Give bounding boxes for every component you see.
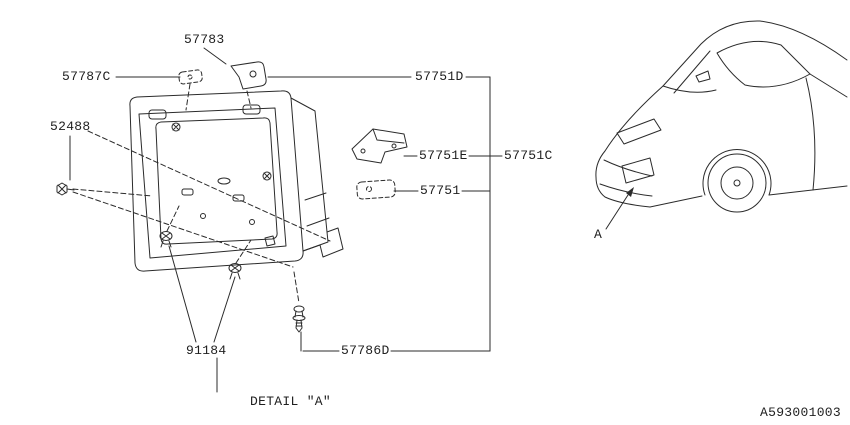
part-label-57751D: 57751D	[415, 69, 464, 84]
plate-part-57751	[356, 179, 396, 200]
part-label-57751E: 57751E	[419, 148, 468, 163]
bracket-part-57751E	[351, 128, 408, 164]
part-label-57783: 57783	[184, 32, 225, 47]
plate-part-57787C	[178, 69, 203, 85]
part-label-57751C: 57751C	[504, 148, 553, 163]
diagram-code: A593001003	[760, 405, 842, 420]
detail-arrow	[605, 187, 634, 230]
car-outline	[595, 20, 848, 213]
part-label-52488: 52488	[50, 119, 91, 134]
screw-part-57786D	[292, 305, 306, 333]
clip-part-91184-a	[159, 231, 173, 248]
clip-part-91184-b	[228, 263, 242, 280]
clip-part-57751D	[230, 61, 267, 90]
part-label-57786D: 57786D	[341, 343, 390, 358]
license-bracket	[129, 90, 344, 272]
leader-lines	[69, 47, 503, 393]
part-label-91184: 91184	[186, 343, 227, 358]
part-label-57787C: 57787C	[62, 69, 111, 84]
part-label-57751: 57751	[420, 183, 461, 198]
detail-caption: DETAIL "A"	[250, 394, 332, 409]
car-callout-label: A	[594, 227, 603, 242]
projection-lines	[72, 83, 331, 304]
screw-part-52488	[56, 182, 75, 196]
